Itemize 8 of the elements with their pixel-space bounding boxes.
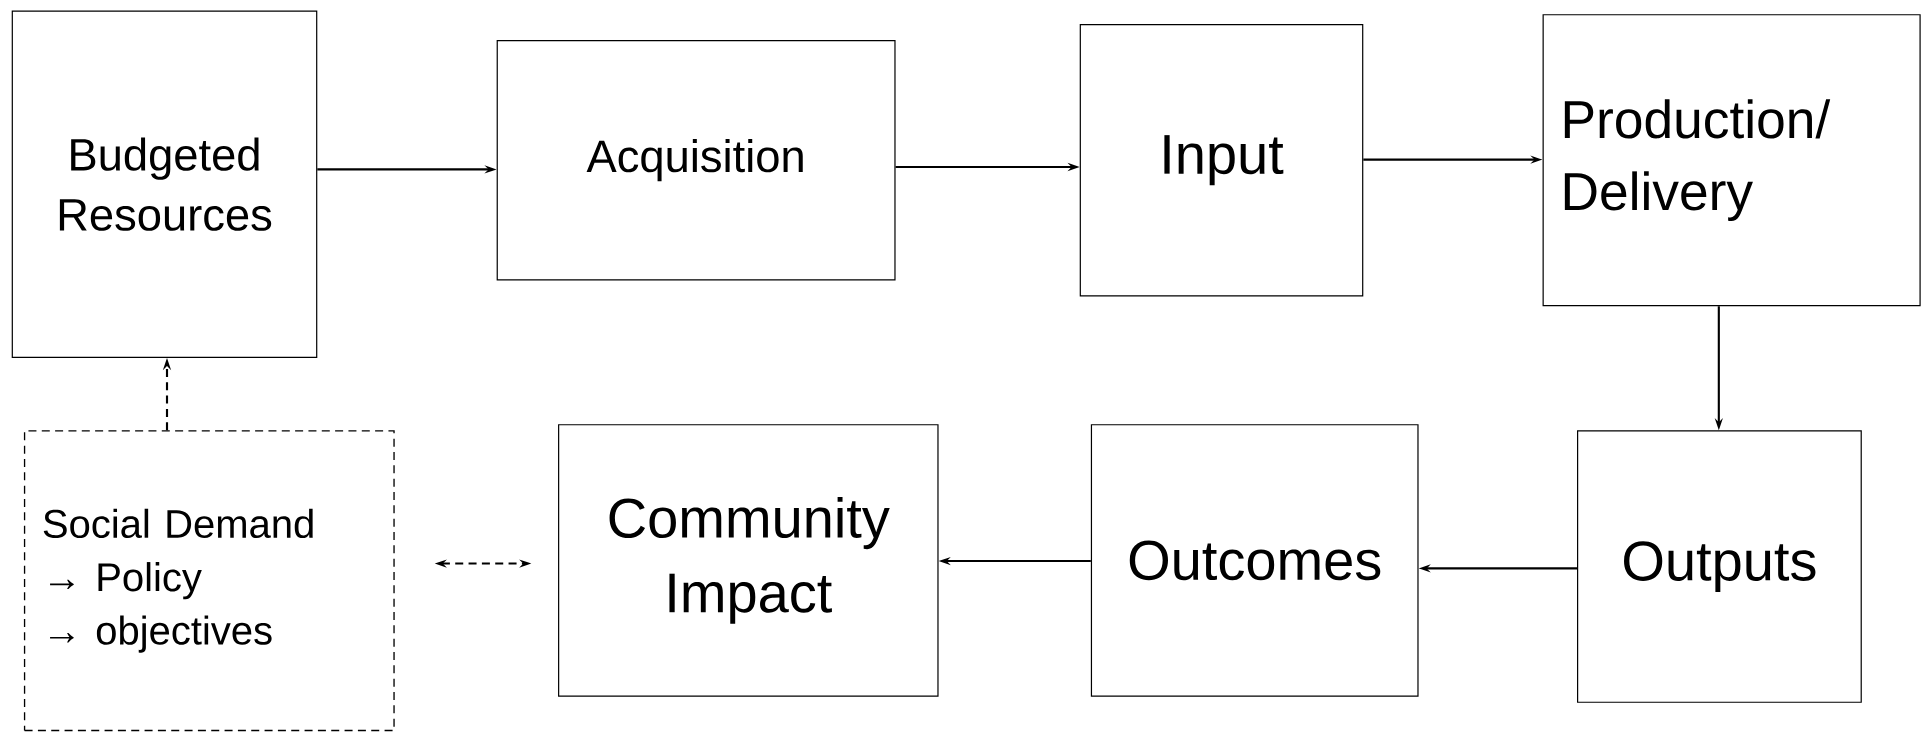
dashed-box: Social Demand → Policy → objectives [23, 430, 395, 732]
process-box: Input [1079, 23, 1364, 297]
process-box: Budgeted Resources [11, 10, 318, 358]
process-box: Production/ Delivery [1542, 14, 1921, 307]
process-box: Outputs [1577, 430, 1862, 703]
process-box: Acquisition [496, 39, 896, 281]
process-box: Community Impact [558, 424, 939, 697]
process-box: Outcomes [1090, 424, 1419, 697]
